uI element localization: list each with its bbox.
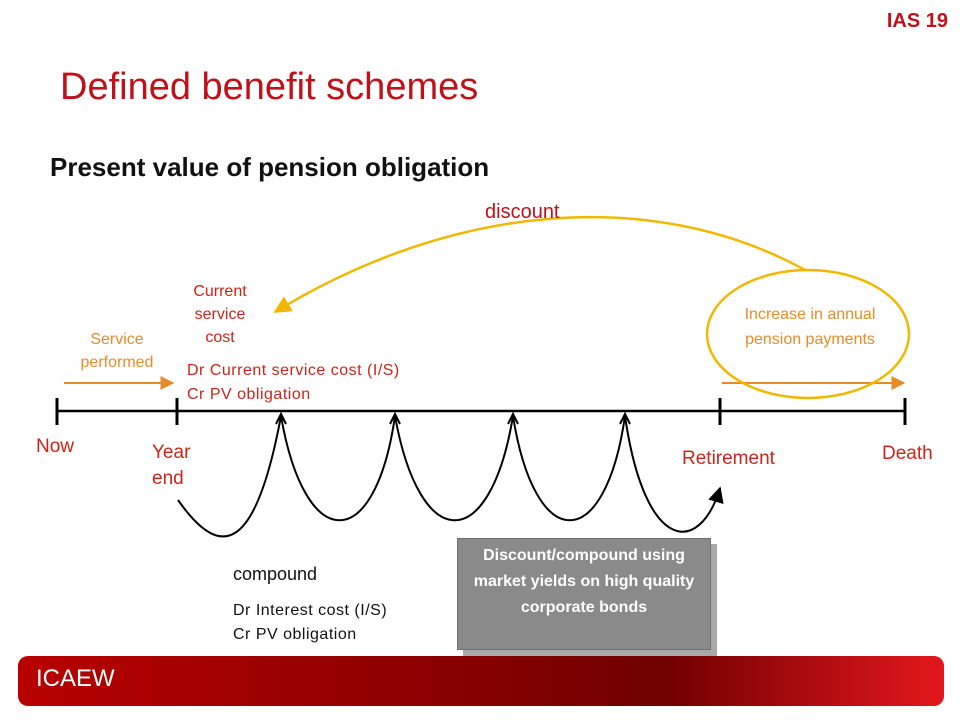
- arc-arrowhead-2: [389, 411, 401, 425]
- arc-arrowhead-3: [507, 411, 519, 425]
- retirement-label: Retirement: [682, 448, 775, 469]
- ias-19-tag: IAS 19: [886, 10, 948, 32]
- death-label: Death: [882, 443, 933, 464]
- dr-interest-cost-label: Dr Interest cost (I/S): [233, 602, 388, 619]
- footer-bar: [18, 656, 944, 706]
- cr-pv-obligation-label-2: Cr PV obligation: [233, 626, 357, 643]
- footer-brand: ICAEW: [36, 665, 115, 692]
- compound-arcs: [177, 415, 724, 538]
- now-label: Now: [36, 436, 75, 457]
- cr-pv-obligation-label-1: Cr PV obligation: [187, 386, 311, 403]
- year-end-label: Year end: [152, 442, 191, 489]
- current-service-cost-label: Current service cost: [193, 283, 247, 346]
- arc-arrowhead-4: [619, 411, 631, 425]
- discount-rate-callout: Discount/compound using market yields on…: [457, 538, 711, 650]
- dr-current-service-cost-label: Dr Current service cost (I/S): [187, 362, 400, 379]
- increase-payments-label: Increase in annual pension payments: [744, 306, 876, 348]
- service-performed-label: Service performed: [80, 331, 154, 371]
- slide-title: Defined benefit schemes: [60, 66, 479, 108]
- increase-payments-ellipse: [705, 268, 911, 400]
- compound-label: compound: [233, 564, 318, 584]
- arc-arrowhead-1: [275, 411, 287, 425]
- discount-arrow: [273, 215, 806, 314]
- slide-subtitle: Present value of pension obligation: [50, 152, 490, 182]
- discount-label: discount: [485, 201, 560, 223]
